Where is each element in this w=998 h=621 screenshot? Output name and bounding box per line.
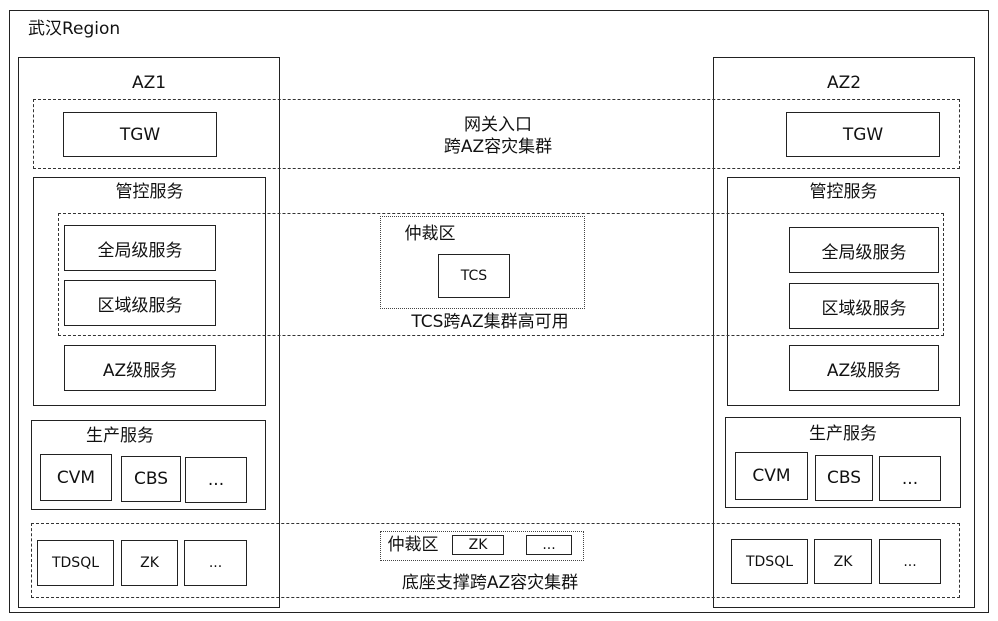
- az1-mgmt-title: 管控服务: [115, 182, 184, 202]
- gateway-cluster-label-line2: 跨AZ容灾集群: [443, 137, 553, 157]
- az2-tdsql-node: TDSQL: [731, 539, 808, 584]
- tcs-cluster-caption: TCS跨AZ集群高可用: [411, 312, 569, 332]
- az2-az-service: AZ级服务: [789, 345, 939, 391]
- az1-base-more-node: ...: [184, 540, 247, 586]
- gateway-cluster-boundary: [33, 99, 960, 169]
- az2-global-service: 全局级服务: [789, 227, 939, 273]
- az1-regional-service: 区域级服务: [64, 280, 216, 326]
- az2-prod-more-node: ...: [879, 456, 941, 501]
- az2-mgmt-title: 管控服务: [809, 182, 878, 202]
- tcs-arbitration-zone: [380, 216, 585, 309]
- az1-tdsql-node: TDSQL: [37, 540, 114, 586]
- az1-prod-title: 生产服务: [86, 426, 154, 446]
- az2-zk-node: ZK: [814, 539, 872, 584]
- az1-global-service: 全局级服务: [64, 225, 216, 271]
- az1-cbs-node: CBS: [121, 456, 181, 502]
- az2-prod-services: [725, 417, 961, 508]
- az2-tgw-node: TGW: [786, 112, 940, 157]
- az2-container: [713, 57, 975, 608]
- az2-title: AZ2: [826, 73, 862, 93]
- az1-container: [18, 57, 280, 608]
- az1-title: AZ1: [131, 73, 167, 93]
- tcs-arbitration-title: 仲裁区: [404, 224, 456, 244]
- region-title: 武汉Region: [28, 19, 121, 39]
- az1-prod-more-node: ...: [185, 457, 247, 503]
- az2-mgmt-services: [727, 177, 960, 406]
- base-cluster-boundary: [31, 523, 960, 598]
- az1-zk-node: ZK: [121, 540, 178, 586]
- base-arbitration-zk-node: ZK: [452, 535, 504, 555]
- base-arbitration-more-node: ...: [526, 535, 572, 555]
- az1-prod-services: [31, 420, 266, 510]
- az1-mgmt-services: [33, 177, 266, 406]
- gateway-cluster-label-line1: 网关入口: [464, 115, 532, 135]
- az2-base-more-node: ...: [879, 539, 941, 584]
- az2-cbs-node: CBS: [815, 455, 873, 501]
- az2-regional-service: 区域级服务: [789, 283, 939, 329]
- az2-prod-title: 生产服务: [809, 424, 877, 444]
- az1-tgw-node: TGW: [63, 112, 217, 157]
- az1-az-service: AZ级服务: [64, 345, 216, 391]
- base-arbitration-title: 仲裁区: [387, 535, 439, 555]
- region-frame: [9, 10, 989, 613]
- az1-cvm-node: CVM: [40, 454, 112, 501]
- tcs-node: TCS: [438, 254, 510, 298]
- tcs-cluster-boundary: [58, 213, 944, 336]
- base-arbitration-zone: [380, 531, 584, 561]
- base-cluster-caption: 底座支撑跨AZ容灾集群: [401, 573, 579, 593]
- az2-cvm-node: CVM: [735, 452, 808, 500]
